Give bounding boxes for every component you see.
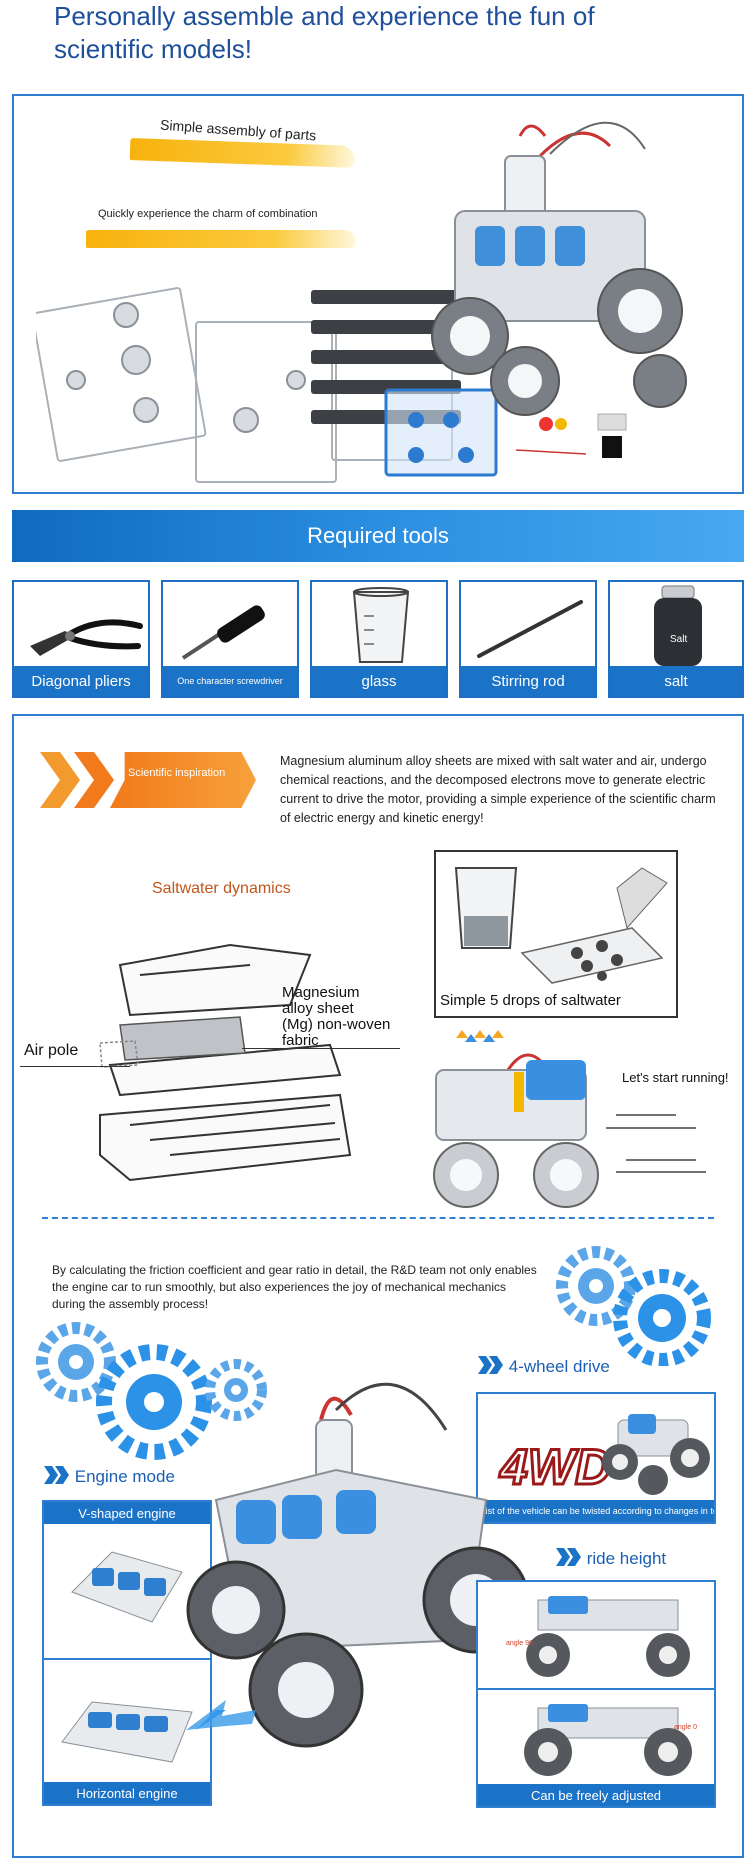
v-engine-illustration: [71, 1551, 183, 1623]
four-wd-title: 4-wheel drive: [508, 1357, 610, 1376]
air-pole-label: Air pole: [24, 1042, 79, 1059]
tool-card-screwdriver: One character screwdriver: [161, 580, 299, 698]
mg-sheet-label-line1: Magnesium: [282, 984, 360, 1001]
mg-sheet-pointer: [242, 1048, 400, 1049]
scientific-inspiration-badge: Scientific inspiration: [110, 752, 256, 808]
double-chevron-icon: [556, 1548, 581, 1566]
four-wd-heading: 4-wheel drive: [478, 1356, 610, 1377]
page-title-line2: scientific models!: [54, 34, 252, 64]
ride-height-title: ride height: [586, 1549, 667, 1568]
tool-label: salt: [610, 666, 742, 696]
tool-card-stirring-rod: Stirring rod: [459, 580, 597, 698]
horizontal-engine-caption: Horizontal engine: [44, 1782, 210, 1804]
gears-top-right-icon: [556, 1246, 711, 1366]
ride-height-heading: ride height: [556, 1548, 666, 1569]
gears-left-icon: [36, 1322, 267, 1460]
brush-stroke-2: [86, 230, 356, 248]
double-chevron-icon: [44, 1466, 69, 1484]
orange-chevrons-icon: [40, 752, 114, 808]
parts-sprues-illustration: [36, 287, 498, 483]
horizontal-engine-illustration: [61, 1701, 193, 1763]
angle-top-label: angle 90: [506, 1640, 533, 1647]
assembly-tag-2: Quickly experience the charm of combinat…: [98, 208, 318, 220]
tool-label: Diagonal pliers: [14, 666, 148, 696]
pliers-icon: [30, 619, 143, 656]
ride-height-low-illustration: [524, 1704, 692, 1776]
science-panel: [12, 714, 744, 1858]
salt-jar-label: Salt: [670, 634, 688, 645]
ride-height-high-illustration: [526, 1596, 690, 1677]
v-engine-caption: V-shaped engine: [44, 1502, 210, 1524]
tool-label: glass: [312, 666, 446, 696]
angle-bottom-label: angle 0: [674, 1724, 697, 1731]
screwdriver-icon: [181, 605, 265, 660]
saltwater-dynamics-diagram: [99, 943, 352, 1182]
required-tools-banner: Required tools: [12, 510, 744, 562]
assembled-car-illustration: [431, 121, 687, 416]
science-paragraph: Magnesium aluminum alloy sheets are mixe…: [280, 754, 716, 825]
badge-text: Scientific inspiration: [128, 767, 226, 779]
section-divider: [42, 1217, 714, 1219]
mg-sheet-label-line2: alloy sheet: [282, 1000, 354, 1017]
mg-sheet-label-line3: (Mg) non-woven: [282, 1016, 391, 1033]
four-wd-card: 4WD The waist of the vehicle can be twis…: [476, 1392, 716, 1524]
tool-label: Stirring rod: [461, 666, 595, 696]
engine-mode-title: Engine mode: [74, 1467, 175, 1486]
ride-height-caption: Can be freely adjusted: [478, 1784, 714, 1806]
measuring-glass-icon: [352, 587, 410, 663]
stirring-rod-icon: [477, 600, 583, 658]
drops-illustration: [454, 867, 668, 984]
tool-card-salt: Salt salt: [608, 580, 744, 698]
engine-mode-card: V-shaped engine Horizontal engine: [42, 1500, 212, 1806]
drops-caption: Simple 5 drops of saltwater: [440, 992, 621, 1009]
saltwater-drops-box: Simple 5 drops of saltwater: [434, 850, 678, 1018]
running-car-illustration: [433, 1030, 706, 1208]
run-caption: Let's start running!: [622, 1070, 729, 1085]
page-title-line1: Personally assemble and experience the f…: [54, 1, 595, 31]
mechanics-paragraph: By calculating the friction coefficient …: [52, 1263, 537, 1311]
mg-sheet-label: Magnesium alloy sheet (Mg) non-woven fab…: [282, 985, 390, 1049]
ride-height-card: angle 90 angle 0 Can be freely adjusted: [476, 1580, 716, 1808]
engine-mode-heading: Engine mode: [44, 1466, 175, 1487]
page-title: Personally assemble and experience the f…: [54, 0, 734, 66]
tool-label: One character screwdriver: [163, 666, 297, 696]
ride-card-divider: [478, 1688, 714, 1690]
diagram-title: Saltwater dynamics: [152, 880, 291, 897]
four-wd-car-illustration: [602, 1414, 710, 1495]
four-wd-caption: The waist of the vehicle can be twisted …: [478, 1500, 714, 1522]
tool-card-glass: glass: [310, 580, 448, 698]
double-chevron-icon: [478, 1356, 503, 1374]
salt-jar-icon: [654, 585, 702, 666]
air-pole-pointer: [20, 1066, 130, 1067]
required-tools-title: Required tools: [307, 523, 449, 548]
tool-card-diagonal-pliers: Diagonal pliers: [12, 580, 150, 698]
engine-card-divider: [44, 1658, 210, 1660]
assembly-panel: [12, 94, 744, 494]
small-parts-illustration: [515, 413, 627, 458]
four-wd-logo: 4WD: [498, 1438, 612, 1497]
mg-sheet-label-line4: fabric: [282, 1032, 319, 1049]
